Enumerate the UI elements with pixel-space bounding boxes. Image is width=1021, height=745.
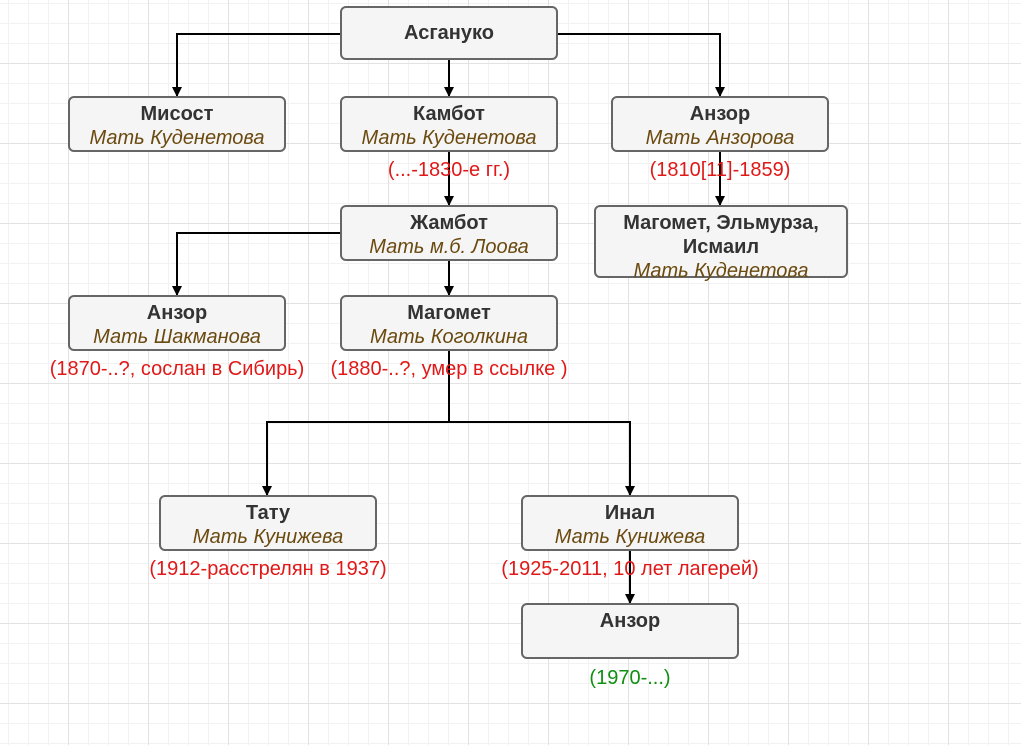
edge-aslanuko-misost: [172, 33, 340, 97]
node-mother: Мать Кунижева: [192, 526, 344, 548]
life-dates-anzor-2: (1870-..?, сослан в Сибирь): [49, 358, 305, 380]
life-dates-tatu: (1912-расстрелян в 1937): [149, 558, 387, 580]
node-tatu[interactable]: Тату Мать Кунижева: [159, 495, 377, 551]
node-mother: Мать м.б. Лоова: [369, 236, 529, 258]
node-name: Анзор: [599, 610, 661, 632]
edge-zhambot-anzor2: [172, 232, 340, 296]
node-name: Мисост: [140, 103, 214, 125]
node-anzor-2[interactable]: Анзор Мать Шакманова: [68, 295, 286, 351]
node-name: Инал: [604, 502, 656, 524]
node-mother: Мать Шакманова: [93, 326, 261, 348]
node-mother: Мать Куденетова: [89, 127, 265, 149]
node-mother: Мать Куденетова: [633, 260, 809, 282]
node-mother: Мать Кунижева: [554, 526, 706, 548]
node-name: Магомет, Эльмурза, Исмаил: [623, 212, 819, 258]
life-dates-kambot: (...-1830-е гг.): [387, 159, 511, 181]
node-kambot[interactable]: Камбот Мать Куденетова: [340, 96, 558, 152]
edge-aslanuko-anzor1: [558, 33, 725, 97]
node-magomet[interactable]: Магомет Мать Коголкина: [340, 295, 558, 351]
node-aslanuko[interactable]: Асгануко: [340, 6, 558, 60]
node-misost[interactable]: Мисост Мать Куденетова: [68, 96, 286, 152]
node-mother: Мать Анзорова: [645, 127, 795, 149]
life-dates-anzor-3: (1970-...): [589, 667, 671, 689]
edge-magomet-tatu: [262, 351, 450, 496]
node-anzor-3[interactable]: Анзор: [521, 603, 739, 659]
node-mother: Мать Коголкина: [370, 326, 528, 348]
node-magomet-elmurza-ismail[interactable]: Магомет, Эльмурза, Исмаил Мать Куденетов…: [594, 205, 848, 282]
node-name: Жамбот: [410, 212, 488, 234]
life-dates-magomet: (1880-..?, умер в ссылке ): [330, 358, 568, 380]
node-inal[interactable]: Инал Мать Кунижева: [521, 495, 739, 551]
node-mother: Мать Куденетова: [361, 127, 537, 149]
life-dates-anzor-1: (1810[11]-1859): [649, 159, 791, 181]
node-name: Магомет: [407, 302, 491, 324]
life-dates-inal: (1925-2011, 10 лет лагерей): [501, 558, 759, 580]
node-name: Тату: [245, 502, 291, 524]
node-zhambot[interactable]: Жамбот Мать м.б. Лоова: [340, 205, 558, 261]
edge-magomet-inal: [449, 421, 635, 496]
node-name: Асгануко: [404, 22, 494, 44]
node-name: Анзор: [146, 302, 208, 324]
node-name: Камбот: [413, 103, 485, 125]
node-name: Анзор: [689, 103, 751, 125]
node-anzor-1[interactable]: Анзор Мать Анзорова: [611, 96, 829, 152]
